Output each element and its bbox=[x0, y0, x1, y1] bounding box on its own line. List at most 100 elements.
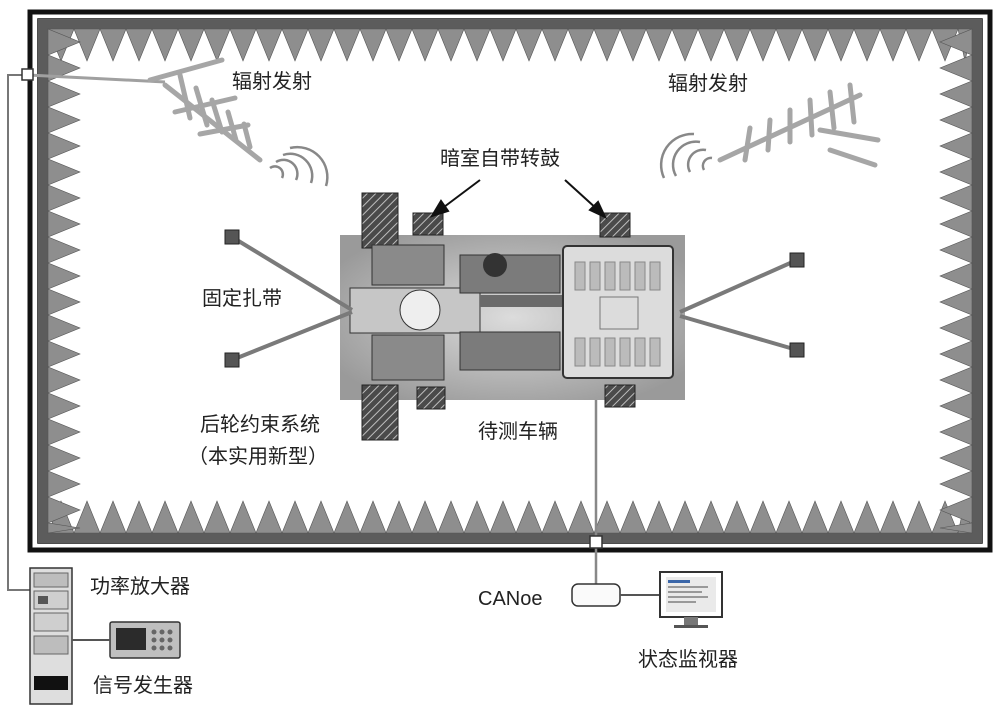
absorber-cone bbox=[151, 28, 179, 62]
absorber-cone bbox=[723, 500, 751, 534]
absorber-cone bbox=[229, 500, 257, 534]
absorber-cone bbox=[47, 366, 81, 394]
antenna-left bbox=[147, 57, 263, 163]
absorber-cone bbox=[671, 500, 699, 534]
rear-restraint-sublabel: （本实用新型） bbox=[188, 444, 328, 468]
absorber-cone bbox=[73, 500, 101, 534]
absorber-cone bbox=[437, 28, 465, 62]
cable-connector-bottom bbox=[589, 535, 603, 549]
absorber-cone bbox=[47, 314, 81, 342]
absorber-cone bbox=[489, 28, 517, 62]
absorber-cone bbox=[307, 28, 335, 62]
absorber-cone bbox=[939, 184, 973, 212]
absorber-cone bbox=[939, 418, 973, 446]
absorber-cone bbox=[333, 500, 361, 534]
absorber-cone bbox=[47, 522, 81, 534]
absorber-cone bbox=[411, 28, 439, 62]
rear-restraint-label: 后轮约束系统 bbox=[200, 412, 320, 436]
absorber-cone bbox=[125, 28, 153, 62]
absorber-cone bbox=[939, 236, 973, 264]
absorber-cone bbox=[905, 28, 933, 62]
absorber-cone bbox=[47, 236, 81, 264]
absorber-cone bbox=[255, 28, 283, 62]
absorber-cone bbox=[853, 28, 881, 62]
absorber-cone bbox=[359, 28, 387, 62]
absorber-cone bbox=[489, 500, 517, 534]
absorber-cone bbox=[801, 500, 829, 534]
canoe-label: CANoe bbox=[478, 588, 543, 610]
absorber-cone bbox=[939, 80, 973, 108]
absorber-cone bbox=[853, 500, 881, 534]
absorber-cone bbox=[385, 500, 413, 534]
absorber-cone bbox=[255, 500, 283, 534]
absorber-cone bbox=[229, 28, 257, 62]
absorber-cone bbox=[939, 470, 973, 498]
absorber-cone bbox=[437, 500, 465, 534]
radiation-label-left: 辐射发射 bbox=[232, 69, 312, 93]
antenna-right bbox=[717, 82, 881, 168]
absorber-wall bbox=[38, 19, 982, 543]
absorber-cone bbox=[879, 28, 907, 62]
absorber-cone bbox=[125, 500, 153, 534]
absorber-cone bbox=[939, 314, 973, 342]
cable-connector-top bbox=[21, 68, 34, 81]
absorber-cone bbox=[47, 470, 81, 498]
radiation-waves-right bbox=[659, 132, 713, 179]
absorber-cone bbox=[151, 500, 179, 534]
absorber-cone bbox=[73, 28, 101, 62]
absorber-cone bbox=[645, 500, 673, 534]
absorber-cone bbox=[47, 28, 81, 56]
amplifier-cable bbox=[7, 74, 30, 591]
generator-label: 信号发生器 bbox=[93, 673, 193, 697]
absorber-cone bbox=[827, 28, 855, 62]
absorber-cone bbox=[203, 500, 231, 534]
absorber-cone bbox=[775, 500, 803, 534]
absorber-cone bbox=[47, 288, 81, 316]
absorber-cone bbox=[939, 366, 973, 394]
vehicle-wheel bbox=[361, 192, 399, 249]
vehicle-wheel bbox=[412, 212, 444, 236]
absorber-cone bbox=[567, 500, 595, 534]
strap-anchor bbox=[224, 229, 240, 245]
fixing-straps-right bbox=[679, 258, 798, 352]
vehicle-label: 待测车辆 bbox=[478, 419, 558, 443]
monitor-label: 状态监视器 bbox=[638, 647, 738, 671]
absorber-cone bbox=[939, 522, 973, 534]
signal-generator bbox=[72, 621, 181, 659]
absorber-cone bbox=[47, 392, 81, 420]
absorber-cone bbox=[47, 54, 81, 82]
vehicle-wheel bbox=[416, 386, 446, 410]
absorber-cone bbox=[281, 500, 309, 534]
absorber-cone bbox=[99, 500, 127, 534]
absorber-cone bbox=[47, 210, 81, 238]
absorber-cone bbox=[47, 340, 81, 368]
absorber-cone bbox=[47, 444, 81, 472]
absorber-cone bbox=[463, 500, 491, 534]
absorber-cone bbox=[515, 500, 543, 534]
absorber-cone bbox=[47, 80, 81, 108]
absorber-cone bbox=[47, 158, 81, 186]
power-amplifier-rack bbox=[29, 567, 73, 705]
absorber-cone bbox=[307, 500, 335, 534]
absorber-cone bbox=[939, 28, 973, 56]
amplifier-label: 功率放大器 bbox=[90, 574, 190, 598]
absorber-cone bbox=[333, 28, 361, 62]
absorber-cone bbox=[463, 28, 491, 62]
test-vehicle bbox=[340, 192, 685, 441]
absorber-cone bbox=[939, 288, 973, 316]
absorber-cone bbox=[281, 28, 309, 62]
drum-arrows bbox=[429, 179, 608, 220]
absorber-cone bbox=[939, 54, 973, 82]
absorber-cone bbox=[47, 496, 81, 524]
absorber-cone bbox=[723, 28, 751, 62]
absorber-cone bbox=[567, 28, 595, 62]
strap-anchor bbox=[789, 342, 805, 358]
absorber-cone bbox=[47, 184, 81, 212]
status-monitor bbox=[659, 571, 723, 628]
absorber-cone bbox=[939, 392, 973, 420]
drum-label: 暗室自带转鼓 bbox=[440, 146, 560, 170]
absorber-cone bbox=[47, 106, 81, 134]
absorber-cone bbox=[99, 28, 127, 62]
